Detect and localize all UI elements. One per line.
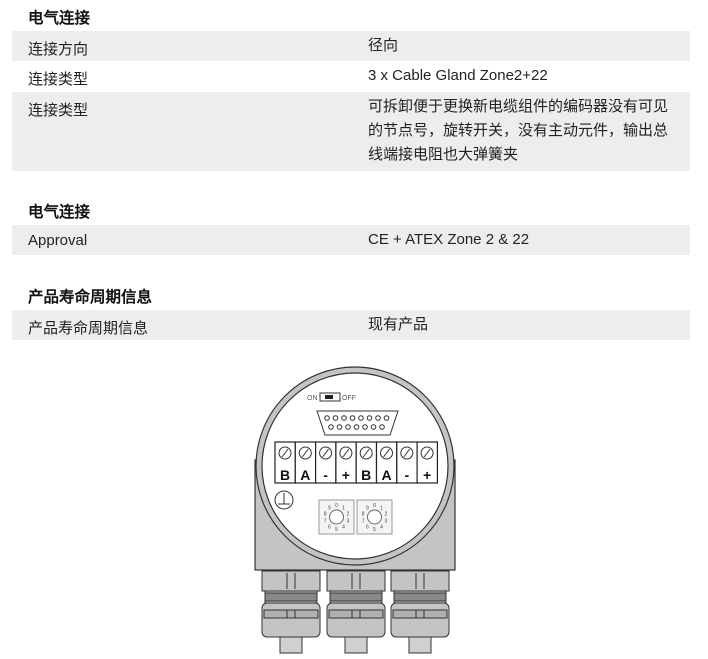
spec-value: 径向 <box>368 37 399 54</box>
terminal-label: + <box>342 467 350 483</box>
svg-text:1: 1 <box>380 505 383 511</box>
pin <box>379 424 385 430</box>
terminal-label: A <box>381 467 391 483</box>
terminal-label: + <box>423 467 431 483</box>
terminal-label: B <box>361 467 371 483</box>
spec-label: 连接方向 <box>28 41 89 58</box>
terminal-label: B <box>280 467 290 483</box>
pin <box>383 415 390 421</box>
svg-text:4: 4 <box>342 525 345 531</box>
svg-text:ON: ON <box>307 395 318 402</box>
svg-text:7: 7 <box>362 519 365 525</box>
section-title: 产品寿命周期信息 <box>28 289 153 306</box>
svg-text:OFF: OFF <box>342 395 356 402</box>
section-title: 电气连接 <box>28 204 91 221</box>
spec-row: 产品寿命周期信息 现有产品 <box>12 310 690 340</box>
spec-label: Approval <box>28 232 88 249</box>
pin <box>324 415 330 421</box>
pin <box>336 424 343 430</box>
spec-row: Approval CE + ATEX Zone 2 & 22 <box>12 225 690 255</box>
svg-text:3: 3 <box>347 519 350 525</box>
svg-text:4: 4 <box>380 525 383 531</box>
ground-icon <box>274 490 294 510</box>
svg-text:3: 3 <box>385 519 388 525</box>
pin <box>341 415 347 421</box>
svg-text:1: 1 <box>342 505 345 511</box>
pin <box>353 424 360 430</box>
spec-label: 产品寿命周期信息 <box>28 320 149 337</box>
pin <box>362 424 368 430</box>
svg-text:0: 0 <box>335 503 338 509</box>
spec-label: 连接类型 <box>28 71 89 88</box>
pin <box>370 424 377 430</box>
svg-text:5: 5 <box>335 527 338 533</box>
spec-value: CE + ATEX Zone 2 & 22 <box>368 231 530 248</box>
svg-text:6: 6 <box>366 525 369 531</box>
pin <box>345 424 351 430</box>
section-title: 电气连接 <box>28 10 91 27</box>
pin <box>366 415 373 421</box>
pin <box>332 415 339 421</box>
svg-text:9: 9 <box>366 505 369 511</box>
dsub-connector <box>316 410 399 436</box>
spec-value: 3 x Cable Gland Zone2+22 <box>368 67 548 84</box>
terminal-label: - <box>404 467 409 483</box>
cable-gland <box>261 570 321 654</box>
svg-text:7: 7 <box>324 519 327 525</box>
dip-switch: ON OFF <box>307 392 356 402</box>
svg-text:9: 9 <box>328 505 331 511</box>
spec-value: 可拆卸便于更换新电缆组件的编码器没有可见的节点号，旋转开关，没有主动元件，输出总… <box>368 98 669 163</box>
spec-row: 连接方向 径向 <box>12 31 690 61</box>
pin <box>328 424 334 430</box>
spec-row: 连接类型 3 x Cable Gland Zone2+22 <box>12 61 690 92</box>
svg-text:6: 6 <box>328 525 331 531</box>
cable-gland <box>390 570 450 654</box>
terminal-label: A <box>300 467 310 483</box>
spec-label: 连接类型 <box>28 102 89 119</box>
spec-row: 连接类型 可拆卸便于更换新电缆组件的编码器没有可见的节点号，旋转开关，没有主动元件… <box>12 92 690 171</box>
svg-text:2: 2 <box>347 511 350 517</box>
svg-text:5: 5 <box>373 527 376 533</box>
terminal-label: - <box>323 467 328 483</box>
pin <box>375 415 381 421</box>
cable-gland <box>326 570 386 654</box>
svg-text:8: 8 <box>362 511 365 517</box>
svg-text:0: 0 <box>373 503 376 509</box>
pin <box>349 415 356 421</box>
svg-text:8: 8 <box>324 511 327 517</box>
pin <box>358 415 364 421</box>
spec-value: 现有产品 <box>368 316 429 333</box>
svg-text:2: 2 <box>385 511 388 517</box>
